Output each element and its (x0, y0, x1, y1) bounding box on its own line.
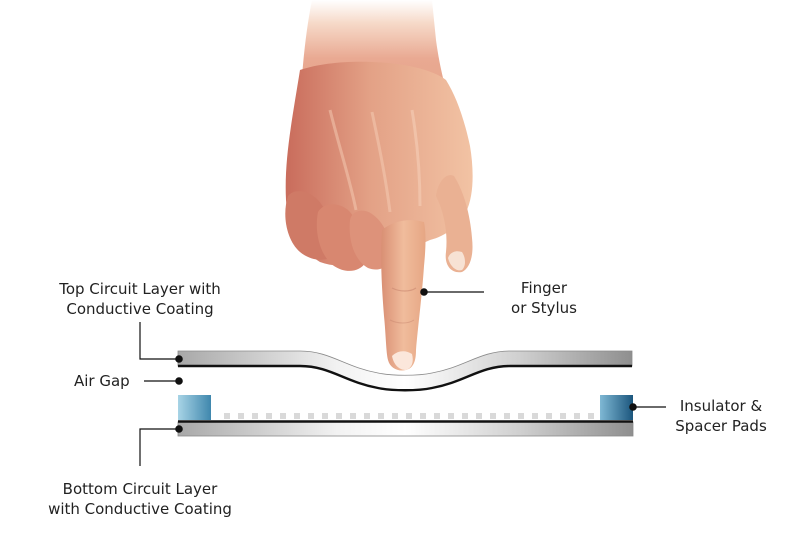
spacer-dot (378, 413, 384, 419)
spacer-dot (574, 413, 580, 419)
spacer-dot (266, 413, 272, 419)
label-air-gap-text: Air Gap (74, 372, 130, 390)
label-bottom-line2: with Conductive Coating (48, 500, 232, 518)
spacer-dot (560, 413, 566, 419)
spacer-dot (420, 413, 426, 419)
bottom-circuit-layer (177, 420, 634, 437)
spacer-dot (434, 413, 440, 419)
spacer-dots (224, 413, 594, 419)
spacer-dot (546, 413, 552, 419)
finger-crease (389, 319, 415, 324)
label-insulator-line2: Spacer Pads (675, 417, 767, 435)
label-insulator-line1: Insulator & (679, 397, 763, 415)
spacer-dot (504, 413, 510, 419)
insulator-leader-dot (629, 403, 637, 411)
spacer-dot (336, 413, 342, 419)
hand-highlight (328, 109, 358, 211)
spacer-dot (406, 413, 412, 419)
spacer-dot (224, 413, 230, 419)
spacer-dot (490, 413, 496, 419)
top-conductive-coating (178, 364, 632, 392)
spacer-dot (322, 413, 328, 419)
hand-illustration (285, 0, 473, 371)
label-top-circuit-layer: Top Circuit Layer with Conductive Coatin… (40, 279, 240, 319)
label-finger-or-stylus: Finger or Stylus (494, 278, 594, 318)
hand-highlight (410, 109, 422, 207)
spacer-dot (280, 413, 286, 419)
label-finger-line1: Finger (520, 279, 568, 297)
label-top-line1: Top Circuit Layer with (59, 280, 221, 298)
spacer-dot (308, 413, 314, 419)
label-top-line2: Conductive Coating (66, 300, 214, 318)
thumb-nail (448, 251, 465, 271)
finger-leader-dot (420, 288, 428, 296)
spacer-dot (462, 413, 468, 419)
label-air-gap: Air Gap (74, 371, 144, 391)
label-bottom-line1: Bottom Circuit Layer (62, 480, 218, 498)
label-insulator-spacer: Insulator & Spacer Pads (666, 396, 776, 436)
label-bottom-circuit-layer: Bottom Circuit Layer with Conductive Coa… (30, 479, 250, 519)
spacer-dot (588, 413, 594, 419)
spacer-pad-right (600, 395, 633, 420)
leader-lines (139, 288, 666, 466)
spacer-dot (532, 413, 538, 419)
spacer-dot (518, 413, 524, 419)
top-layer-leader-dot (175, 355, 183, 363)
bottom-layer-leader (139, 428, 178, 466)
spacer-dot (392, 413, 398, 419)
spacer-dot (294, 413, 300, 419)
spacer-dot (448, 413, 454, 419)
spacer-pad-left (178, 395, 211, 420)
top-layer-leader (139, 322, 178, 360)
spacer-dot (350, 413, 356, 419)
spacer-dot (364, 413, 370, 419)
bottom-layer-leader-dot (175, 425, 183, 433)
index-finger-nail (392, 351, 413, 370)
spacer-dot (252, 413, 258, 419)
air-gap-leader-dot (175, 377, 183, 385)
finger-crease (391, 287, 417, 292)
hand-highlight (370, 111, 392, 213)
thumb (436, 175, 473, 273)
spacer-dot (476, 413, 482, 419)
index-finger (381, 220, 426, 371)
bottom-layer-film (177, 421, 634, 437)
label-finger-line2: or Stylus (511, 299, 577, 317)
top-circuit-layer (177, 350, 633, 392)
spacer-dot (238, 413, 244, 419)
